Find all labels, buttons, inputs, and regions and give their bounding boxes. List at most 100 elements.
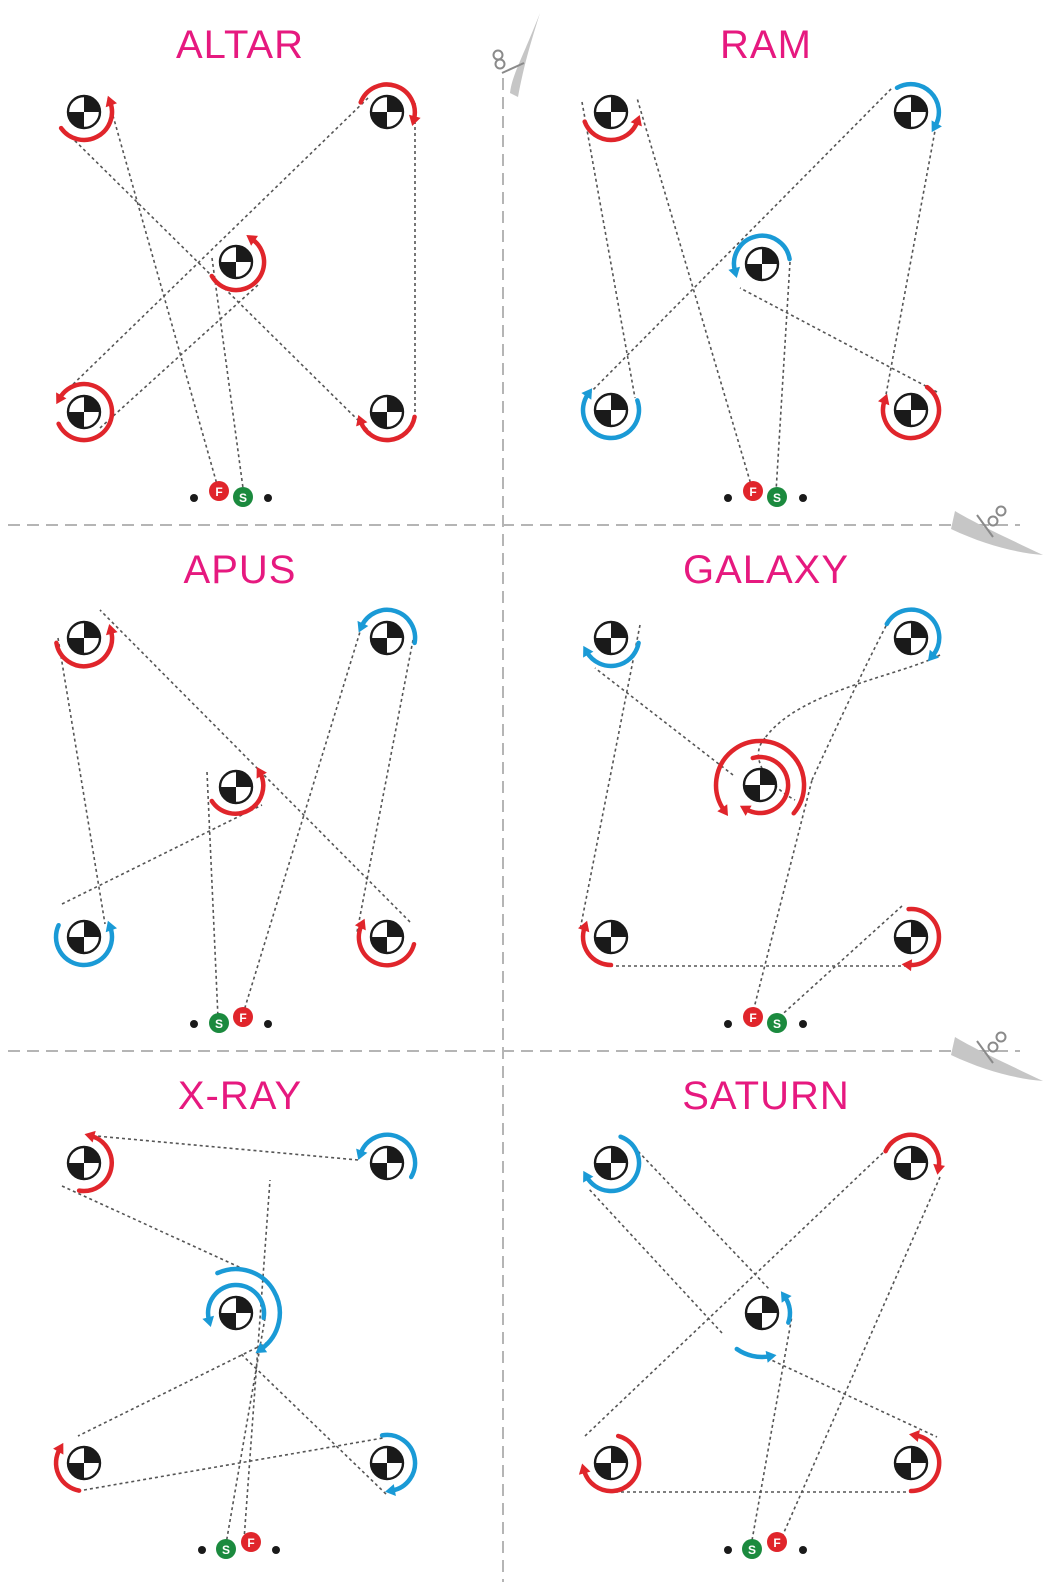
scissors-icon (492, 13, 540, 97)
target-marker-icon (593, 919, 629, 955)
finish-label: F (239, 1011, 246, 1025)
pylon-markers (66, 94, 929, 1481)
start-finish-rows: F S F S S (190, 481, 807, 1559)
maneuver-arc (580, 391, 642, 441)
finish-label: F (749, 1011, 756, 1025)
maneuver-arc (358, 414, 417, 443)
maneuver-arc (53, 1446, 82, 1493)
maneuver-arc (782, 1294, 793, 1325)
finish-badge-icon: F (209, 481, 229, 501)
arrowhead-icon (931, 120, 942, 133)
start-finish-altar: F S (190, 481, 272, 507)
panel-title-x-ray: X-RAY (178, 1074, 302, 1118)
maneuver-arc (209, 770, 266, 816)
path-altar (61, 97, 416, 489)
maneuver-arc (356, 922, 417, 968)
target-marker-icon (893, 919, 929, 955)
start-label: S (748, 1543, 756, 1557)
maneuver-arc (884, 607, 942, 659)
maneuver-arc (580, 925, 614, 968)
target-marker-icon (66, 394, 102, 430)
target-marker-icon (369, 94, 405, 130)
arrowhead-icon (578, 1463, 591, 1475)
target-marker-icon (893, 620, 929, 656)
arrowhead-icon (357, 620, 369, 633)
target-marker-icon (744, 246, 780, 282)
maneuver-arc (379, 1432, 418, 1493)
arrowhead-icon (909, 1430, 920, 1442)
panel-title-galaxy: GALAXY (683, 548, 849, 592)
panel-title-altar: ALTAR (176, 23, 304, 67)
finish-label: F (215, 485, 222, 499)
target-marker-icon (742, 767, 778, 803)
target-marker-icon (369, 1445, 405, 1481)
arrowhead-icon (739, 805, 752, 816)
maneuver-arc (894, 81, 942, 129)
start-label: S (222, 1543, 230, 1557)
start-label: S (215, 1017, 223, 1031)
arrowhead-icon (409, 114, 421, 126)
arrowhead-icon (927, 649, 939, 662)
start-badge-icon: S (233, 487, 253, 507)
maneuver-arc (906, 906, 942, 968)
scissors-icon (951, 1031, 1043, 1081)
path-x-ray (61, 1135, 387, 1545)
arrowhead-icon (106, 624, 118, 636)
maneuver-arc (581, 1433, 642, 1494)
arrowhead-icon (578, 920, 590, 933)
start-finish-ram: F S (724, 481, 807, 507)
start-finish-apus: S F (190, 1007, 272, 1033)
arrowhead-icon (105, 95, 117, 108)
maneuver-arc (53, 922, 115, 968)
maneuver-arc (76, 1133, 114, 1194)
finish-badge-icon: F (233, 1007, 253, 1027)
arrowhead-icon (255, 1342, 268, 1354)
panel-title-saturn: SATURN (682, 1074, 849, 1118)
finish-badge-icon: F (767, 1532, 787, 1552)
arrowhead-icon (202, 1315, 214, 1327)
start-label: S (239, 491, 247, 505)
flight-paths (57, 87, 941, 1547)
target-marker-icon (369, 919, 405, 955)
maneuver-arc (358, 1132, 418, 1180)
arrowhead-icon (53, 1442, 64, 1455)
arrowhead-icon (717, 804, 728, 816)
maneuver-arc (731, 233, 792, 274)
start-label: S (773, 1017, 781, 1031)
arrowhead-icon (933, 1163, 945, 1175)
maneuver-arc (743, 754, 791, 816)
target-marker-icon (744, 1295, 780, 1331)
maneuver-arc (734, 1346, 772, 1360)
maneuver-arc (209, 236, 267, 293)
start-badge-icon: S (216, 1539, 236, 1559)
start-finish-saturn: S F (724, 1532, 807, 1559)
target-marker-icon (369, 620, 405, 656)
target-marker-icon (66, 919, 102, 955)
path-ram (581, 87, 938, 493)
target-marker-icon (893, 1445, 929, 1481)
target-marker-icon (893, 1145, 929, 1181)
target-marker-icon (593, 1145, 629, 1181)
maneuver-arc (883, 1132, 942, 1171)
start-badge-icon: S (767, 487, 787, 507)
arrowhead-icon (385, 1484, 396, 1496)
maneuver-arc (358, 82, 418, 122)
finish-badge-icon: F (241, 1532, 261, 1552)
target-marker-icon (218, 1295, 254, 1331)
target-marker-icon (369, 1145, 405, 1181)
target-marker-icon (593, 1445, 629, 1481)
arrowhead-icon (356, 415, 368, 427)
path-saturn (584, 1146, 941, 1547)
start-label: S (773, 491, 781, 505)
maneuver-arc (582, 119, 640, 143)
finish-label: F (749, 485, 756, 499)
maneuver-arc (56, 381, 115, 443)
maneuver-arc (713, 738, 807, 816)
maneuver-arc (205, 1282, 267, 1323)
arrowhead-icon (780, 1291, 792, 1303)
maneuver-arc (584, 1134, 642, 1194)
target-marker-icon (66, 1445, 102, 1481)
maneuver-arc (215, 1266, 283, 1352)
arrowhead-icon (583, 645, 594, 658)
